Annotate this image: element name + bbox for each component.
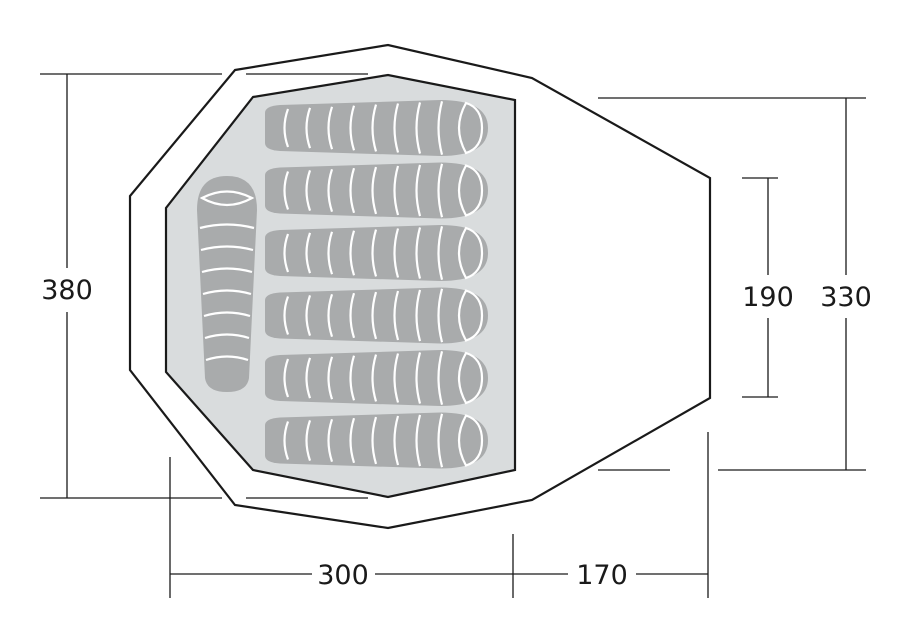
sleeping-bag: [265, 350, 488, 406]
sleeping-bag: [265, 100, 488, 156]
dimension-label-380: 380: [41, 275, 93, 306]
dimension-label-170: 170: [576, 560, 628, 591]
dimension-right: [598, 97, 866, 471]
sleeping-bag: [265, 287, 488, 344]
dimension-left: [40, 73, 368, 499]
dimension-label-330: 330: [820, 282, 872, 313]
sleeping-bag: [265, 225, 488, 281]
sleeping-bag: [197, 176, 257, 392]
dimension-inner-door: [742, 177, 778, 398]
sleeping-bags-horizontal: [265, 100, 488, 469]
flysheet-outline: [128, 43, 712, 530]
sleeping-bag: [265, 162, 488, 219]
dimension-label-190: 190: [742, 282, 794, 313]
sleeping-bag: [265, 412, 488, 469]
sleeping-bag-vertical: [197, 176, 257, 392]
dimension-label-300: 300: [317, 560, 369, 591]
dimension-bottom: [169, 432, 709, 598]
